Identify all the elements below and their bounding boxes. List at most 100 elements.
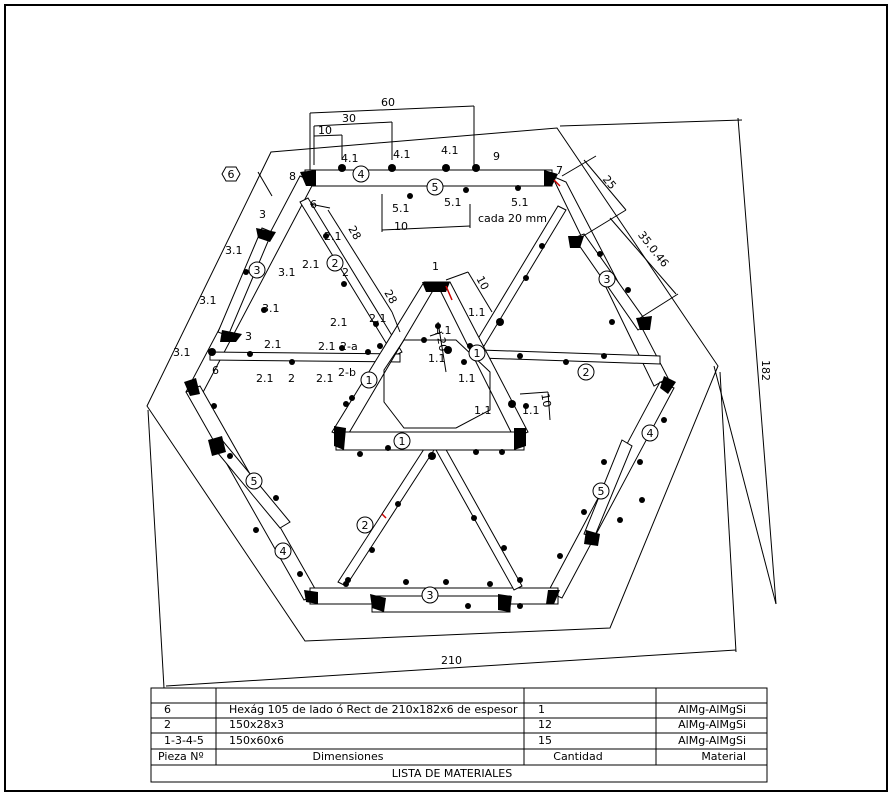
svg-text:1.1: 1.1: [458, 372, 476, 385]
svg-text:4: 4: [647, 427, 654, 440]
svg-text:10: 10: [394, 220, 408, 233]
svg-text:10: 10: [538, 392, 553, 408]
row1-pieza: 6: [164, 703, 171, 716]
svg-text:8: 8: [289, 170, 296, 183]
svg-text:2.1: 2.1: [256, 372, 274, 385]
svg-text:25: 25: [600, 173, 619, 192]
svg-text:2: 2: [583, 366, 590, 379]
svg-text:1.1: 1.1: [474, 404, 492, 417]
svg-text:20: 20: [434, 336, 449, 352]
svg-text:1.1: 1.1: [434, 324, 452, 337]
svg-text:9: 9: [493, 150, 500, 163]
svg-text:2-a: 2-a: [340, 340, 358, 353]
svg-text:2.1: 2.1: [316, 372, 334, 385]
part-circle-4c: 4: [274, 542, 292, 560]
part-circle-1c: 1: [393, 432, 411, 450]
svg-text:6: 6: [228, 168, 235, 181]
svg-text:182: 182: [759, 360, 772, 381]
svg-text:3: 3: [245, 330, 252, 343]
svg-text:3.1: 3.1: [262, 302, 280, 315]
svg-text:2.1: 2.1: [302, 258, 320, 271]
svg-text:1: 1: [474, 347, 481, 360]
svg-text:3.1: 3.1: [225, 244, 243, 257]
svg-text:4.1: 4.1: [441, 144, 459, 157]
part-circle-2b: 2: [577, 363, 595, 381]
hexagon-plate: [146, 127, 719, 642]
part-circle-5a: 5: [426, 178, 444, 196]
row2-pieza: 2: [164, 718, 171, 731]
part-hexagon-6: 6: [221, 166, 241, 182]
dimension-lines: [147, 105, 777, 689]
svg-text:3.1: 3.1: [199, 294, 217, 307]
svg-text:2: 2: [288, 372, 295, 385]
part-circle-1a: 1: [360, 371, 378, 389]
row1-cant: 1: [538, 703, 545, 716]
svg-text:3.1: 3.1: [278, 266, 296, 279]
row2-cant: 12: [538, 718, 552, 731]
part-circle-4a: 4: [352, 165, 370, 183]
row3-cant: 15: [538, 734, 552, 747]
svg-text:4.1: 4.1: [341, 152, 359, 165]
row3-pieza: 1-3-4-5: [164, 734, 204, 747]
header-cant: Cantidad: [553, 750, 602, 763]
svg-text:6: 6: [310, 198, 317, 211]
red-markers: [381, 179, 561, 519]
row3-mat: AlMg-AlMgSi: [678, 734, 746, 747]
row3-dim: 150x60x6: [229, 734, 284, 747]
corner-joints: [184, 170, 676, 612]
svg-text:2.1: 2.1: [369, 312, 387, 325]
drawing-frame: [4, 4, 888, 792]
center-octagon: [383, 339, 491, 429]
svg-text:7: 7: [556, 164, 563, 177]
svg-text:1: 1: [432, 260, 439, 273]
part-circle-4b: 4: [641, 424, 659, 442]
svg-text:5.1: 5.1: [511, 196, 529, 209]
svg-text:10: 10: [318, 124, 332, 137]
row1-mat: AlMg-AlMgSi: [678, 703, 746, 716]
svg-text:2.1: 2.1: [324, 230, 342, 243]
materials-table-text: 6 Hexág 105 de lado ó Rect de 210x182x6 …: [158, 703, 746, 780]
materials-table: [150, 687, 768, 783]
part-circle-5b: 5: [245, 472, 263, 490]
component-labels: 8 9 7 6 6 1 3 3 4.1 4.1 4.1 5.1 5.1 5.1 …: [173, 144, 563, 417]
svg-text:5: 5: [598, 485, 605, 498]
row2-mat: AlMg-AlMgSi: [678, 718, 746, 731]
inner-triangle: [331, 281, 529, 451]
svg-text:6: 6: [212, 364, 219, 377]
svg-text:1.1: 1.1: [522, 404, 540, 417]
svg-text:4.1: 4.1: [393, 148, 411, 161]
svg-text:1.1: 1.1: [468, 306, 486, 319]
svg-text:3: 3: [259, 208, 266, 221]
svg-text:1.1: 1.1: [428, 352, 446, 365]
svg-text:60: 60: [381, 96, 395, 109]
svg-text:10: 10: [473, 274, 491, 292]
svg-text:3: 3: [604, 273, 611, 286]
svg-text:2.1: 2.1: [264, 338, 282, 351]
svg-text:2-b: 2-b: [338, 366, 356, 379]
svg-text:3: 3: [427, 589, 434, 602]
part-circle-5c: 5: [592, 482, 610, 500]
svg-text:4: 4: [358, 168, 365, 181]
table-title: LISTA DE MATERIALES: [392, 767, 512, 780]
row1-dim: Hexág 105 de lado ó Rect de 210x182x6 de…: [229, 703, 518, 716]
part-circle-3c: 3: [421, 586, 439, 604]
svg-text:5.1: 5.1: [444, 196, 462, 209]
svg-text:5.1: 5.1: [392, 202, 410, 215]
svg-text:2.1: 2.1: [318, 340, 336, 353]
part-circle-2a: 2: [326, 254, 344, 272]
svg-text:5: 5: [251, 475, 258, 488]
svg-text:cada 20 mm: cada 20 mm: [478, 212, 547, 225]
svg-text:1: 1: [366, 374, 373, 387]
part-circle-3b: 3: [598, 270, 616, 288]
row2-dim: 150x28x3: [229, 718, 284, 731]
svg-text:2: 2: [332, 257, 339, 270]
svg-text:1: 1: [399, 435, 406, 448]
rivets: [208, 164, 667, 609]
svg-text:2: 2: [342, 266, 349, 279]
svg-text:210: 210: [441, 654, 462, 667]
svg-text:2: 2: [362, 519, 369, 532]
part-circle-2c: 2: [356, 516, 374, 534]
svg-text:30: 30: [342, 112, 356, 125]
part-circle-3a: 3: [248, 261, 266, 279]
